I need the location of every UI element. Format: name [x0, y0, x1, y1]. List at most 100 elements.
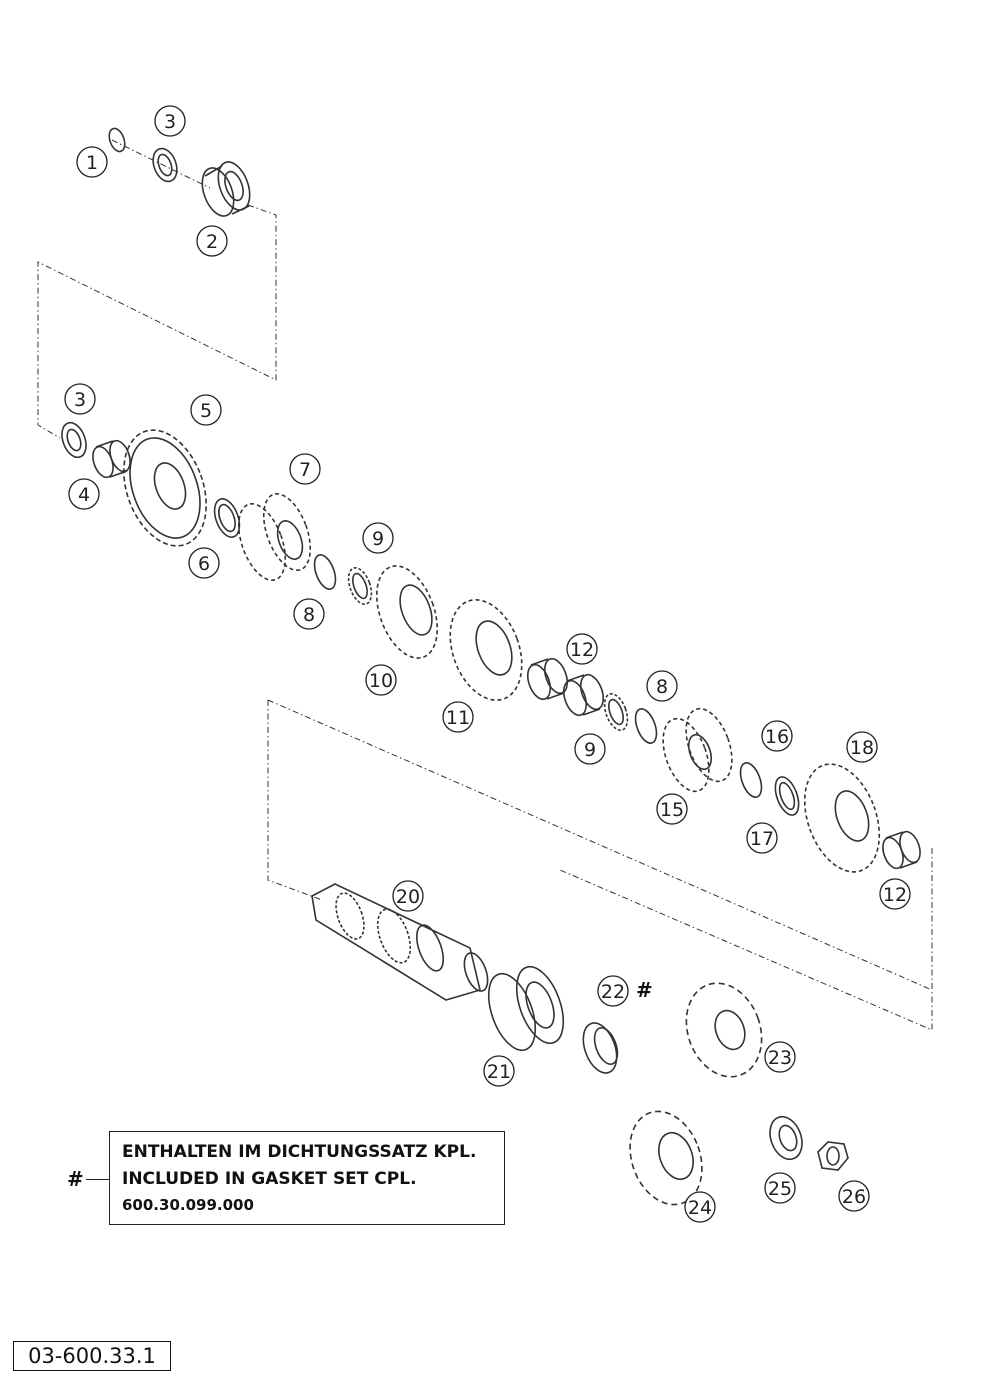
- ball-bearing-part-2: [201, 161, 251, 217]
- callout-circle: [574, 733, 606, 765]
- splined-washer-part-9-lower: [603, 693, 629, 731]
- callout-number: 21: [487, 1061, 511, 1083]
- callout-number: 12: [883, 884, 907, 906]
- callout-part-10: 10: [365, 664, 397, 696]
- callout-number: 18: [850, 737, 874, 759]
- circlip-part-8-lower: [634, 708, 658, 744]
- callout-part-5: 5: [190, 394, 222, 426]
- washer-part-3-lower: [61, 421, 87, 459]
- callout-number: 5: [200, 400, 212, 422]
- callout-circle: [483, 1055, 515, 1087]
- callout-circle: [64, 383, 96, 415]
- callout-part-3: 3: [64, 383, 96, 415]
- callout-part-1: 1: [76, 146, 108, 178]
- note-part-number: 600.30.099.000: [122, 1196, 254, 1214]
- callout-number: 20: [396, 886, 420, 908]
- callout-circle: [764, 1041, 796, 1073]
- nut-part-26: [817, 1141, 849, 1171]
- callout-circle: [566, 633, 598, 665]
- gasket-set-marker-part-22: #: [636, 978, 653, 1002]
- callout-part-24: 24: [684, 1191, 716, 1223]
- callout-part-4: 4: [68, 478, 100, 510]
- callout-number: 3: [74, 389, 86, 411]
- callout-circle: [597, 975, 629, 1007]
- callout-part-7: 7: [289, 453, 321, 485]
- callout-number: 3: [164, 111, 176, 133]
- callout-part-8: 8: [293, 598, 325, 630]
- callout-part-2: 2: [196, 225, 228, 257]
- callout-part-9: 9: [574, 733, 606, 765]
- sprocket-part-23: [685, 982, 763, 1078]
- callout-number: 10: [369, 670, 393, 692]
- gear-part-10: [375, 565, 439, 659]
- callout-circle: [684, 1191, 716, 1223]
- callout-part-12: 12: [566, 633, 598, 665]
- callout-circle: [289, 453, 321, 485]
- callout-circle: [76, 146, 108, 178]
- callout-part-20: 20: [392, 880, 424, 912]
- callout-circle: [188, 547, 220, 579]
- callout-circle: [838, 1180, 870, 1212]
- callout-circle: [646, 670, 678, 702]
- needle-bearing-part-12-c: [882, 830, 921, 870]
- callout-circle: [154, 105, 186, 137]
- callout-number: 2: [206, 231, 218, 253]
- gear-part-18: [803, 763, 881, 873]
- washer-part-3-top: [152, 147, 178, 183]
- callout-circle: [846, 731, 878, 763]
- callout-part-22: 22: [597, 975, 629, 1007]
- circlip-part-8-upper: [313, 554, 337, 590]
- callout-part-12: 12: [879, 878, 911, 910]
- sprocket-part-24: [629, 1110, 703, 1206]
- note-leader-line: [86, 1179, 109, 1180]
- gasket-set-note: ENTHALTEN IM DICHTUNGSSATZ KPL. INCLUDED…: [109, 1131, 505, 1225]
- callout-number: 25: [768, 1178, 792, 1200]
- circlip-part-16: [739, 762, 763, 798]
- callout-number: 22: [601, 981, 625, 1003]
- gear-part-11: [449, 599, 523, 701]
- callout-part-11: 11: [442, 701, 474, 733]
- callout-circle: [761, 720, 793, 752]
- callout-circle: [442, 701, 474, 733]
- gear-part-7: [237, 492, 312, 582]
- callout-part-23: 23: [764, 1041, 796, 1073]
- needle-bearing-part-12-b: [562, 673, 605, 717]
- callout-number: 11: [446, 707, 470, 729]
- callout-number: 4: [78, 484, 90, 506]
- callout-circle: [365, 664, 397, 696]
- callout-number: 9: [372, 528, 384, 550]
- circlip-part-1: [108, 127, 126, 153]
- washer-part-17: [774, 776, 800, 816]
- callout-part-6: 6: [188, 547, 220, 579]
- shaft-part-20: [311, 883, 489, 1001]
- washer-part-6: [213, 498, 241, 538]
- callout-number: 8: [303, 604, 315, 626]
- callout-number: 17: [750, 828, 774, 850]
- callout-circle: [656, 793, 688, 825]
- callout-part-8: 8: [646, 670, 678, 702]
- callout-circle: [190, 394, 222, 426]
- gear-part-15: [662, 707, 733, 793]
- callout-number: 1: [86, 152, 98, 174]
- callout-circle: [392, 880, 424, 912]
- splined-washer-part-9-upper: [347, 567, 373, 605]
- callout-part-17: 17: [746, 822, 778, 854]
- callout-part-21: 21: [483, 1055, 515, 1087]
- note-line-german: ENTHALTEN IM DICHTUNGSSATZ KPL.: [122, 1142, 477, 1162]
- lock-washer-part-25: [769, 1115, 803, 1161]
- callout-part-18: 18: [846, 731, 878, 763]
- callout-part-26: 26: [838, 1180, 870, 1212]
- callout-circle: [362, 522, 394, 554]
- callout-circle: [196, 225, 228, 257]
- ball-bearing-part-21: [487, 965, 565, 1052]
- gear-part-5: [123, 429, 207, 547]
- callout-circle: [68, 478, 100, 510]
- callout-part-3: 3: [154, 105, 186, 137]
- callout-circle: [293, 598, 325, 630]
- callout-part-25: 25: [764, 1172, 796, 1204]
- callout-number: 7: [299, 459, 311, 481]
- note-hash-marker: #: [67, 1167, 84, 1191]
- callout-circle: [746, 822, 778, 854]
